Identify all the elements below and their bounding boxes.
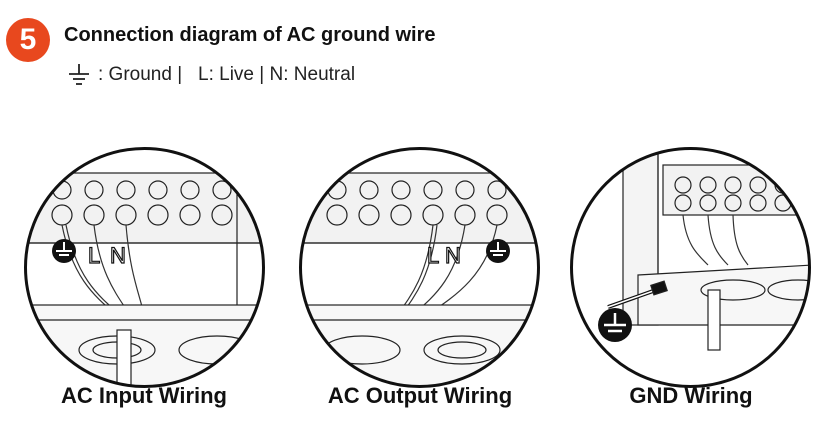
ac-output-wiring-diagram: L N	[299, 147, 540, 388]
terminal-screws-row-top	[52, 180, 232, 200]
ac-input-caption: AC Input Wiring	[61, 383, 227, 408]
ground-icon	[69, 64, 89, 85]
page-title: Connection diagram of AC ground wire	[64, 24, 436, 46]
legend: : Ground | L : Live | N : Neutral	[66, 62, 355, 88]
ac-input-wiring-diagram: L N	[24, 147, 265, 388]
label-live: L	[427, 243, 439, 268]
legend-ground: : Ground |	[98, 64, 183, 85]
legend-neutral: : Neutral	[283, 64, 356, 85]
label-neutral: N	[110, 243, 126, 268]
legend-live-key: L	[198, 64, 209, 85]
gnd-wiring-caption: GND Wiring	[629, 383, 753, 408]
legend-neutral-key: N	[269, 64, 284, 85]
ac-output-caption: AC Output Wiring	[327, 383, 513, 408]
terminal-screws-row-bottom	[51, 204, 233, 226]
ground-terminal-icon	[598, 308, 632, 342]
label-live: L	[88, 243, 100, 268]
ground-terminal-icon	[486, 239, 510, 263]
legend-live: : Live |	[208, 64, 265, 85]
ground-terminal-icon	[52, 239, 76, 263]
wires	[682, 214, 749, 266]
gnd-wiring-diagram	[570, 147, 811, 388]
label-neutral: N	[445, 243, 461, 268]
step-number-badge: 5	[6, 18, 50, 62]
